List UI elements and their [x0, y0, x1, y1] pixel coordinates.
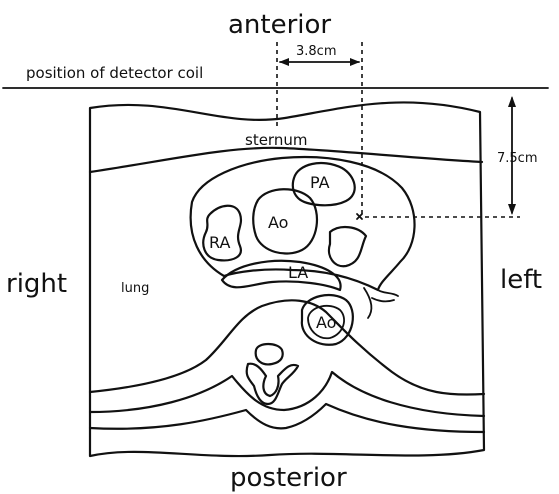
pa-label: PA — [310, 173, 330, 192]
la-label: LA — [288, 263, 308, 282]
sternum-label: sternum — [245, 131, 307, 149]
chest-wall-inner-line — [90, 148, 482, 172]
posterior-label: posterior — [230, 463, 347, 493]
pulmonary-vessel-branch — [364, 288, 371, 318]
left-label: left — [500, 265, 542, 295]
lung-label: lung — [121, 281, 149, 296]
pulmonary-vessel-upper — [378, 290, 398, 296]
measure-3-8-arrowhead-right — [350, 58, 360, 66]
vertebra-arch — [247, 364, 298, 404]
anterior-label: anterior — [228, 10, 331, 40]
posterior-inner-contour — [90, 300, 484, 394]
pulmonary-vessel-lower — [372, 298, 394, 301]
measure-7-5-label: 7.5cm — [497, 151, 538, 166]
detector-coil-label: position of detector coil — [26, 64, 203, 82]
ao-lower-label: Ao — [316, 313, 336, 332]
vertebra-body — [256, 344, 283, 364]
measure-3-8-arrowhead-left — [279, 58, 289, 66]
measure-3-8-label: 3.8cm — [296, 44, 337, 59]
ao-upper-label: Ao — [268, 213, 288, 232]
ra-label: RA — [209, 233, 230, 252]
right-label: right — [6, 269, 67, 299]
measure-7-5-arrowhead-bottom — [508, 204, 516, 215]
measure-7-5-arrowhead-top — [508, 96, 516, 107]
la-outline — [222, 261, 341, 290]
small-vessel-outline — [329, 227, 366, 266]
chest-outline — [90, 102, 484, 456]
target-point-marker — [357, 214, 362, 219]
